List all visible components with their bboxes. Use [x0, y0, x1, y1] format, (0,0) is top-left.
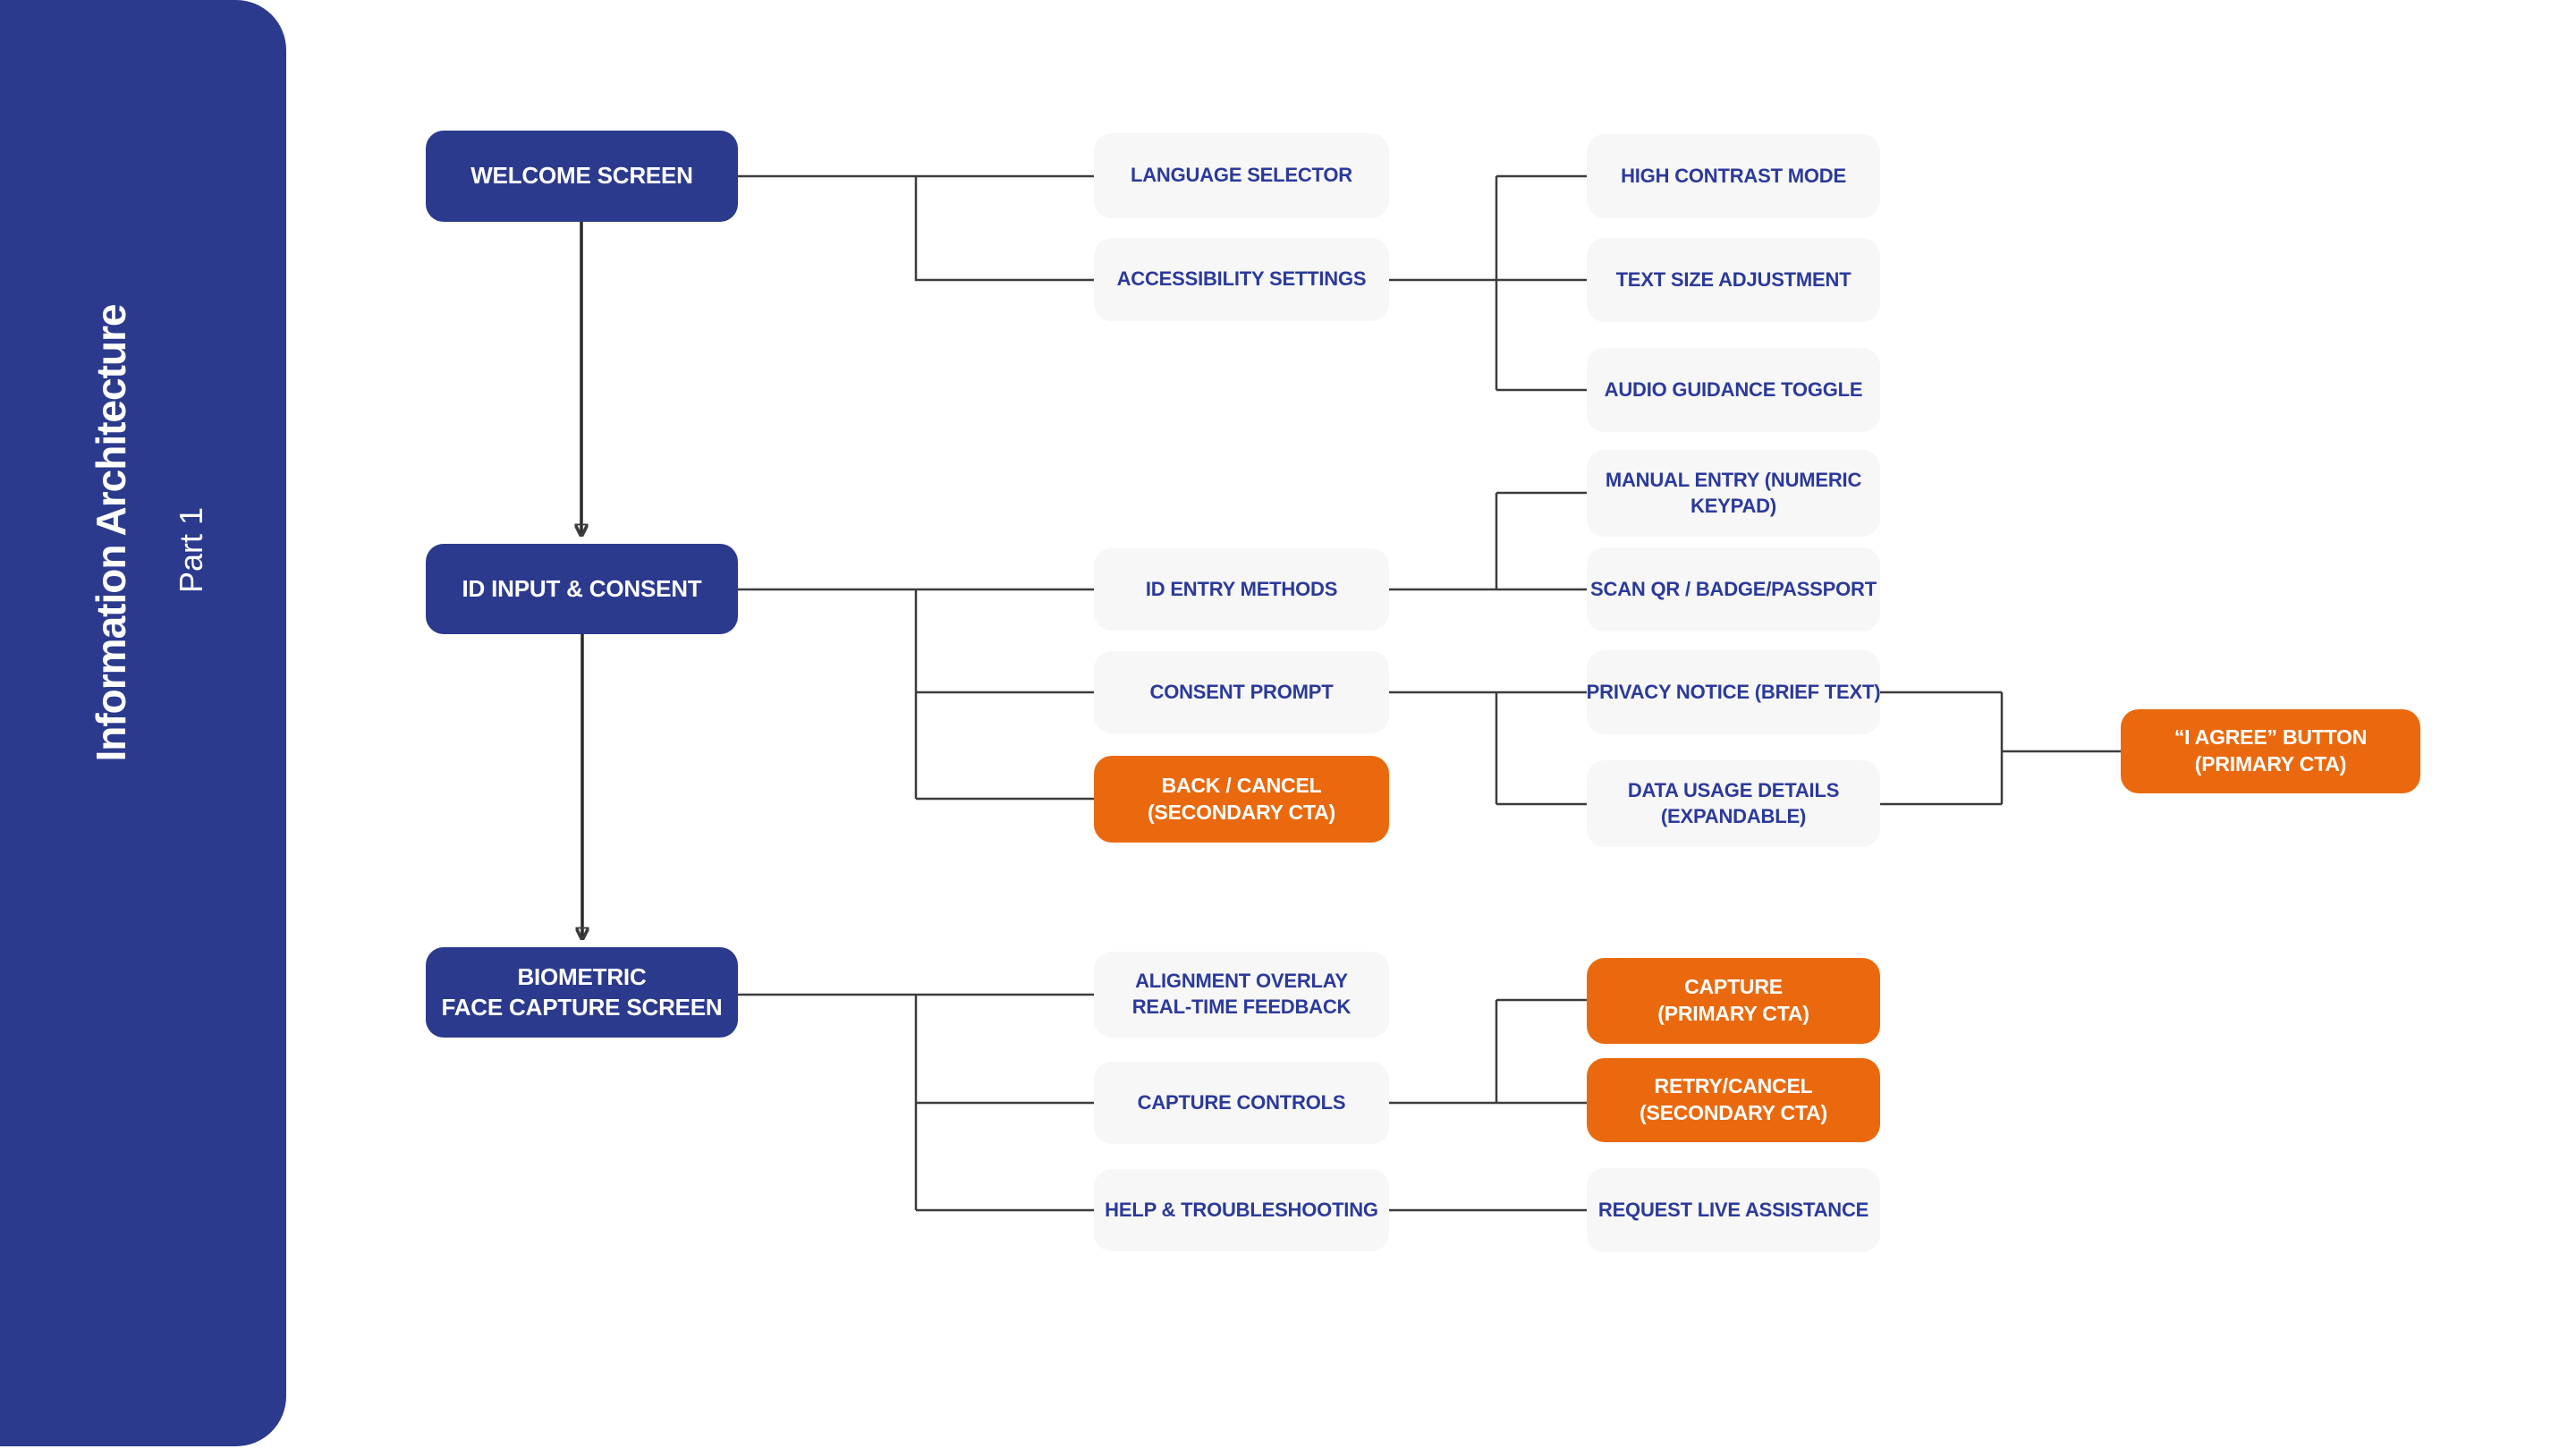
node-label: BACK / CANCEL (SECONDARY CTA)	[1148, 773, 1335, 824]
node-biometric-face-capture: BIOMETRIC FACE CAPTURE SCREEN	[426, 947, 738, 1038]
node-label: HIGH CONTRAST MODE	[1621, 164, 1846, 187]
node-label: LANGUAGE SELECTOR	[1131, 164, 1352, 187]
node-label: PRIVACY NOTICE (BRIEF TEXT)	[1586, 680, 1881, 703]
node-scan-qr-badge-passport: SCAN QR / BADGE/PASSPORT	[1587, 547, 1880, 631]
node-capture-controls: CAPTURE CONTROLS	[1094, 1062, 1389, 1144]
node-consent-prompt: CONSENT PROMPT	[1094, 651, 1389, 733]
node-audio-guidance-toggle: AUDIO GUIDANCE TOGGLE	[1587, 348, 1880, 432]
node-label: ID ENTRY METHODS	[1145, 577, 1338, 600]
connector-identry-manual	[1495, 491, 1587, 589]
connector-biometric-controls-help	[914, 995, 1094, 1212]
connector-welcome-accessibility	[914, 176, 1094, 282]
node-label: REQUEST LIVE ASSISTANCE	[1597, 1198, 1869, 1221]
node-welcome-screen: WELCOME SCREEN	[426, 131, 738, 222]
node-high-contrast-mode: HIGH CONTRAST MODE	[1587, 134, 1880, 218]
connector-privacy-datausage-iagree	[1880, 691, 2121, 806]
node-label: ID INPUT & CONSENT	[462, 574, 702, 602]
node-label: ACCESSIBILITY SETTINGS	[1116, 267, 1367, 291]
node-label: SCAN QR / BADGE/PASSPORT	[1590, 577, 1877, 600]
sidebar-band: Information Architecture Part 1	[0, 0, 286, 1446]
connector-accessibility-trunk	[1495, 174, 1587, 392]
node-id-entry-methods: ID ENTRY METHODS	[1094, 548, 1389, 631]
connector-controls-capture-retry	[1389, 998, 1587, 1105]
node-retry-cancel-secondary-cta: RETRY/CANCEL (SECONDARY CTA)	[1587, 1058, 1880, 1142]
node-language-selector: LANGUAGE SELECTOR	[1094, 133, 1389, 218]
connector-consent-datausage	[1495, 692, 1587, 806]
node-id-input-consent: ID INPUT & CONSENT	[426, 544, 738, 634]
node-i-agree-primary-cta: “I AGREE” BUTTON (PRIMARY CTA)	[2121, 709, 2420, 793]
node-label: CAPTURE (PRIMARY CTA)	[1657, 975, 1809, 1025]
node-request-live-assistance: REQUEST LIVE ASSISTANCE	[1587, 1168, 1880, 1252]
node-label: CONSENT PROMPT	[1149, 680, 1334, 703]
node-label: ALIGNMENT OVERLAY REAL-TIME FEEDBACK	[1131, 970, 1352, 1018]
node-manual-entry-keypad: MANUAL ENTRY (NUMERIC KEYPAD)	[1587, 450, 1880, 537]
node-capture-primary-cta: CAPTURE (PRIMARY CTA)	[1587, 958, 1880, 1044]
node-alignment-overlay-feedback: ALIGNMENT OVERLAY REAL-TIME FEEDBACK	[1094, 952, 1389, 1038]
node-label: CAPTURE CONTROLS	[1137, 1090, 1346, 1114]
node-label: “I AGREE” BUTTON (PRIMARY CTA)	[2174, 725, 2368, 775]
node-text-size-adjustment: TEXT SIZE ADJUSTMENT	[1587, 238, 1880, 322]
node-accessibility-settings: ACCESSIBILITY SETTINGS	[1094, 238, 1389, 321]
node-back-cancel-secondary-cta: BACK / CANCEL (SECONDARY CTA)	[1094, 756, 1389, 843]
node-label: MANUAL ENTRY (NUMERIC KEYPAD)	[1605, 468, 1862, 517]
node-label: HELP & TROUBLESHOOTING	[1105, 1198, 1378, 1221]
node-privacy-notice: PRIVACY NOTICE (BRIEF TEXT)	[1586, 650, 1881, 734]
node-label: RETRY/CANCEL (SECONDARY CTA)	[1640, 1074, 1827, 1124]
node-label: WELCOME SCREEN	[470, 162, 693, 190]
node-help-troubleshooting: HELP & TROUBLESHOOTING	[1094, 1169, 1389, 1251]
node-label: BIOMETRIC FACE CAPTURE SCREEN	[441, 962, 723, 1021]
connector-idinput-consent-backcancel	[914, 589, 1094, 801]
node-data-usage-details: DATA USAGE DETAILS (EXPANDABLE)	[1587, 760, 1880, 847]
node-label: AUDIO GUIDANCE TOGGLE	[1604, 377, 1863, 401]
node-label: DATA USAGE DETAILS (EXPANDABLE)	[1627, 778, 1840, 827]
node-label: TEXT SIZE ADJUSTMENT	[1615, 267, 1852, 291]
